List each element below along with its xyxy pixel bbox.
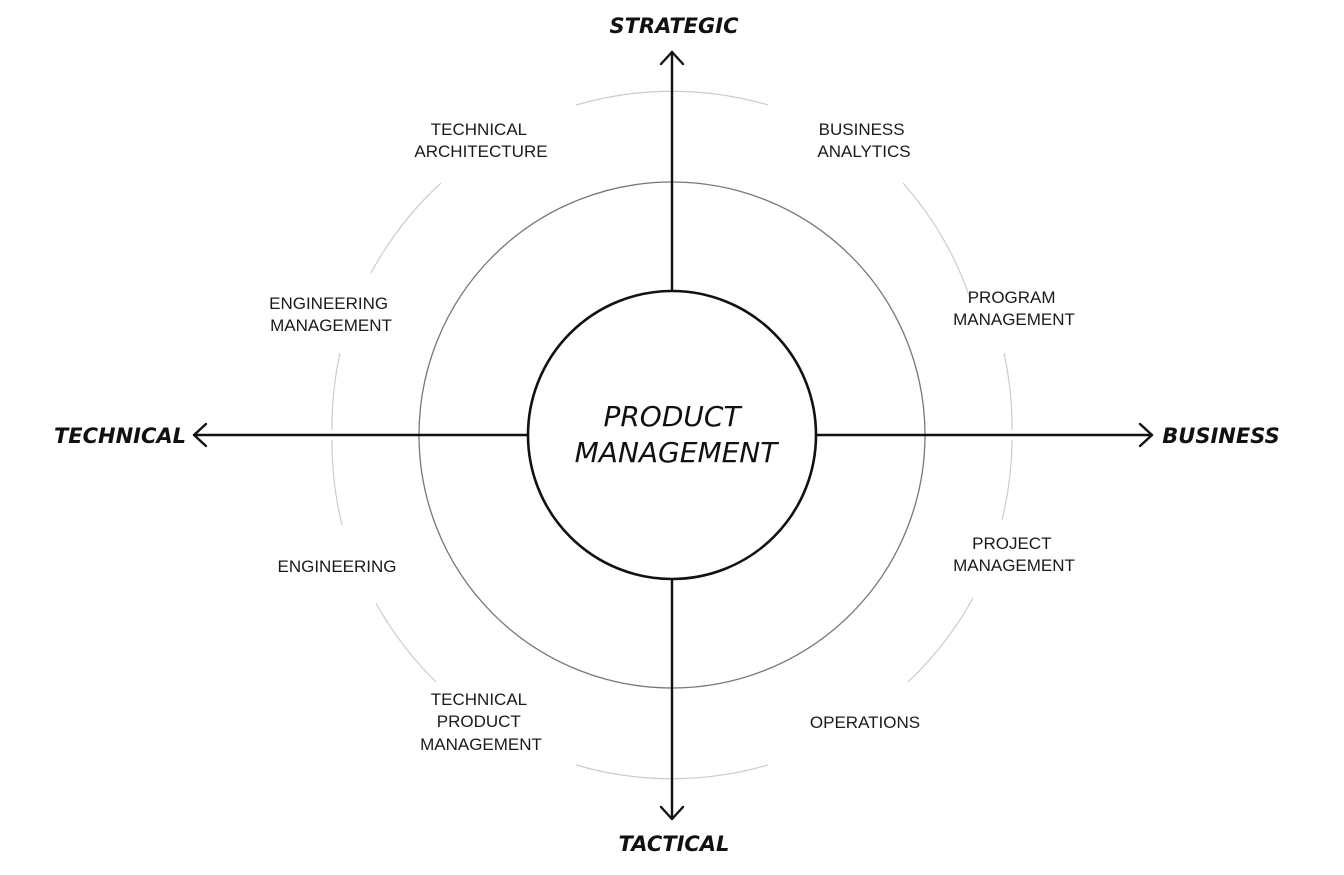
arrowhead-right: [1138, 422, 1154, 448]
arrowhead-up: [659, 50, 685, 66]
outer-ring-arc-lower-right: [907, 597, 974, 683]
center-title-line-2: MANAGEMENT: [575, 436, 780, 469]
role-program-management: PROGRAM MANAGEMENT: [953, 288, 1075, 329]
outer-ring-arc-left-upper: [331, 352, 341, 431]
outer-ring-arc-right-upper: [1003, 352, 1013, 431]
axis-label-technical: TECHNICAL: [54, 424, 186, 448]
axis-label-business: BUSINESS: [1162, 424, 1279, 448]
outer-ring-arc-left-lower: [331, 439, 343, 526]
role-engineering-management: ENGINEERING MANAGEMENT: [269, 294, 393, 335]
outer-ring-arc-upper-right: [902, 182, 971, 299]
outer-ring-arc-right-lower: [1001, 439, 1013, 521]
arrowhead-down: [659, 805, 685, 821]
role-technical-product-management: TECHNICAL PRODUCT MANAGEMENT: [420, 690, 542, 754]
center-circle: [526, 289, 818, 581]
arrowhead-left: [192, 422, 208, 448]
center-title-line-1: PRODUCT: [603, 400, 742, 433]
role-business-analytics: BUSINESS ANALYTICS: [817, 120, 910, 161]
outer-ring-arc-upper-left: [370, 182, 442, 274]
role-engineering: ENGINEERING: [277, 557, 396, 576]
role-project-management: PROJECT MANAGEMENT: [953, 534, 1075, 575]
outer-ring-arc-lower-left: [375, 602, 437, 683]
axis-label-strategic: STRATEGIC: [610, 14, 740, 38]
axes: [192, 50, 1154, 821]
role-operations: OPERATIONS: [810, 713, 920, 732]
role-technical-architecture: TECHNICAL ARCHITECTURE: [414, 120, 547, 161]
axis-label-tactical: TACTICAL: [619, 832, 730, 856]
